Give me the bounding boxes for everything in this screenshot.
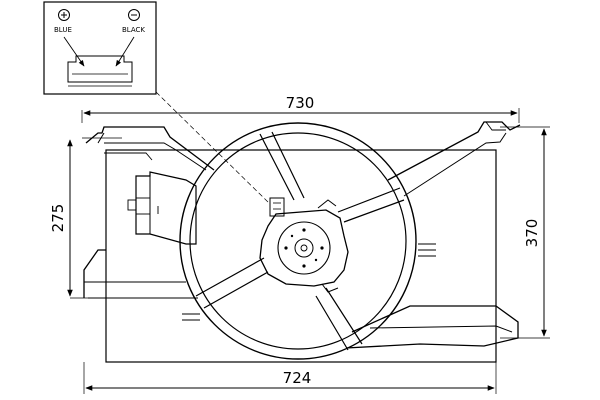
dimension-top-width: 730 <box>286 94 315 112</box>
pin-blue-icon <box>58 9 70 21</box>
fan-shroud-frame <box>83 121 521 363</box>
connector-socket <box>67 55 133 87</box>
dimension-724: 724 <box>85 369 495 391</box>
dimension-370: 370 <box>523 128 547 337</box>
pin-black-icon <box>128 9 140 21</box>
connector-detail-inset: BLUE BLACK <box>43 1 157 95</box>
dimension-730: 730 <box>83 94 518 116</box>
extension-lines <box>70 108 550 394</box>
resistor-connector-housing <box>127 171 197 245</box>
motor-connector <box>269 197 285 217</box>
pin-label-black: BLACK <box>122 26 145 34</box>
dimension-right-height: 370 <box>523 219 541 248</box>
pin-label-blue: BLUE <box>54 26 72 34</box>
fan-motor <box>259 197 349 293</box>
dimension-275: 275 <box>49 139 73 297</box>
dimension-bottom-width: 724 <box>283 369 312 387</box>
black-pin-arrow <box>115 36 135 67</box>
blue-pin-arrow <box>63 36 85 67</box>
motor-struts <box>195 131 405 351</box>
dimension-left-height: 275 <box>49 204 67 233</box>
fan-ring <box>179 122 417 360</box>
